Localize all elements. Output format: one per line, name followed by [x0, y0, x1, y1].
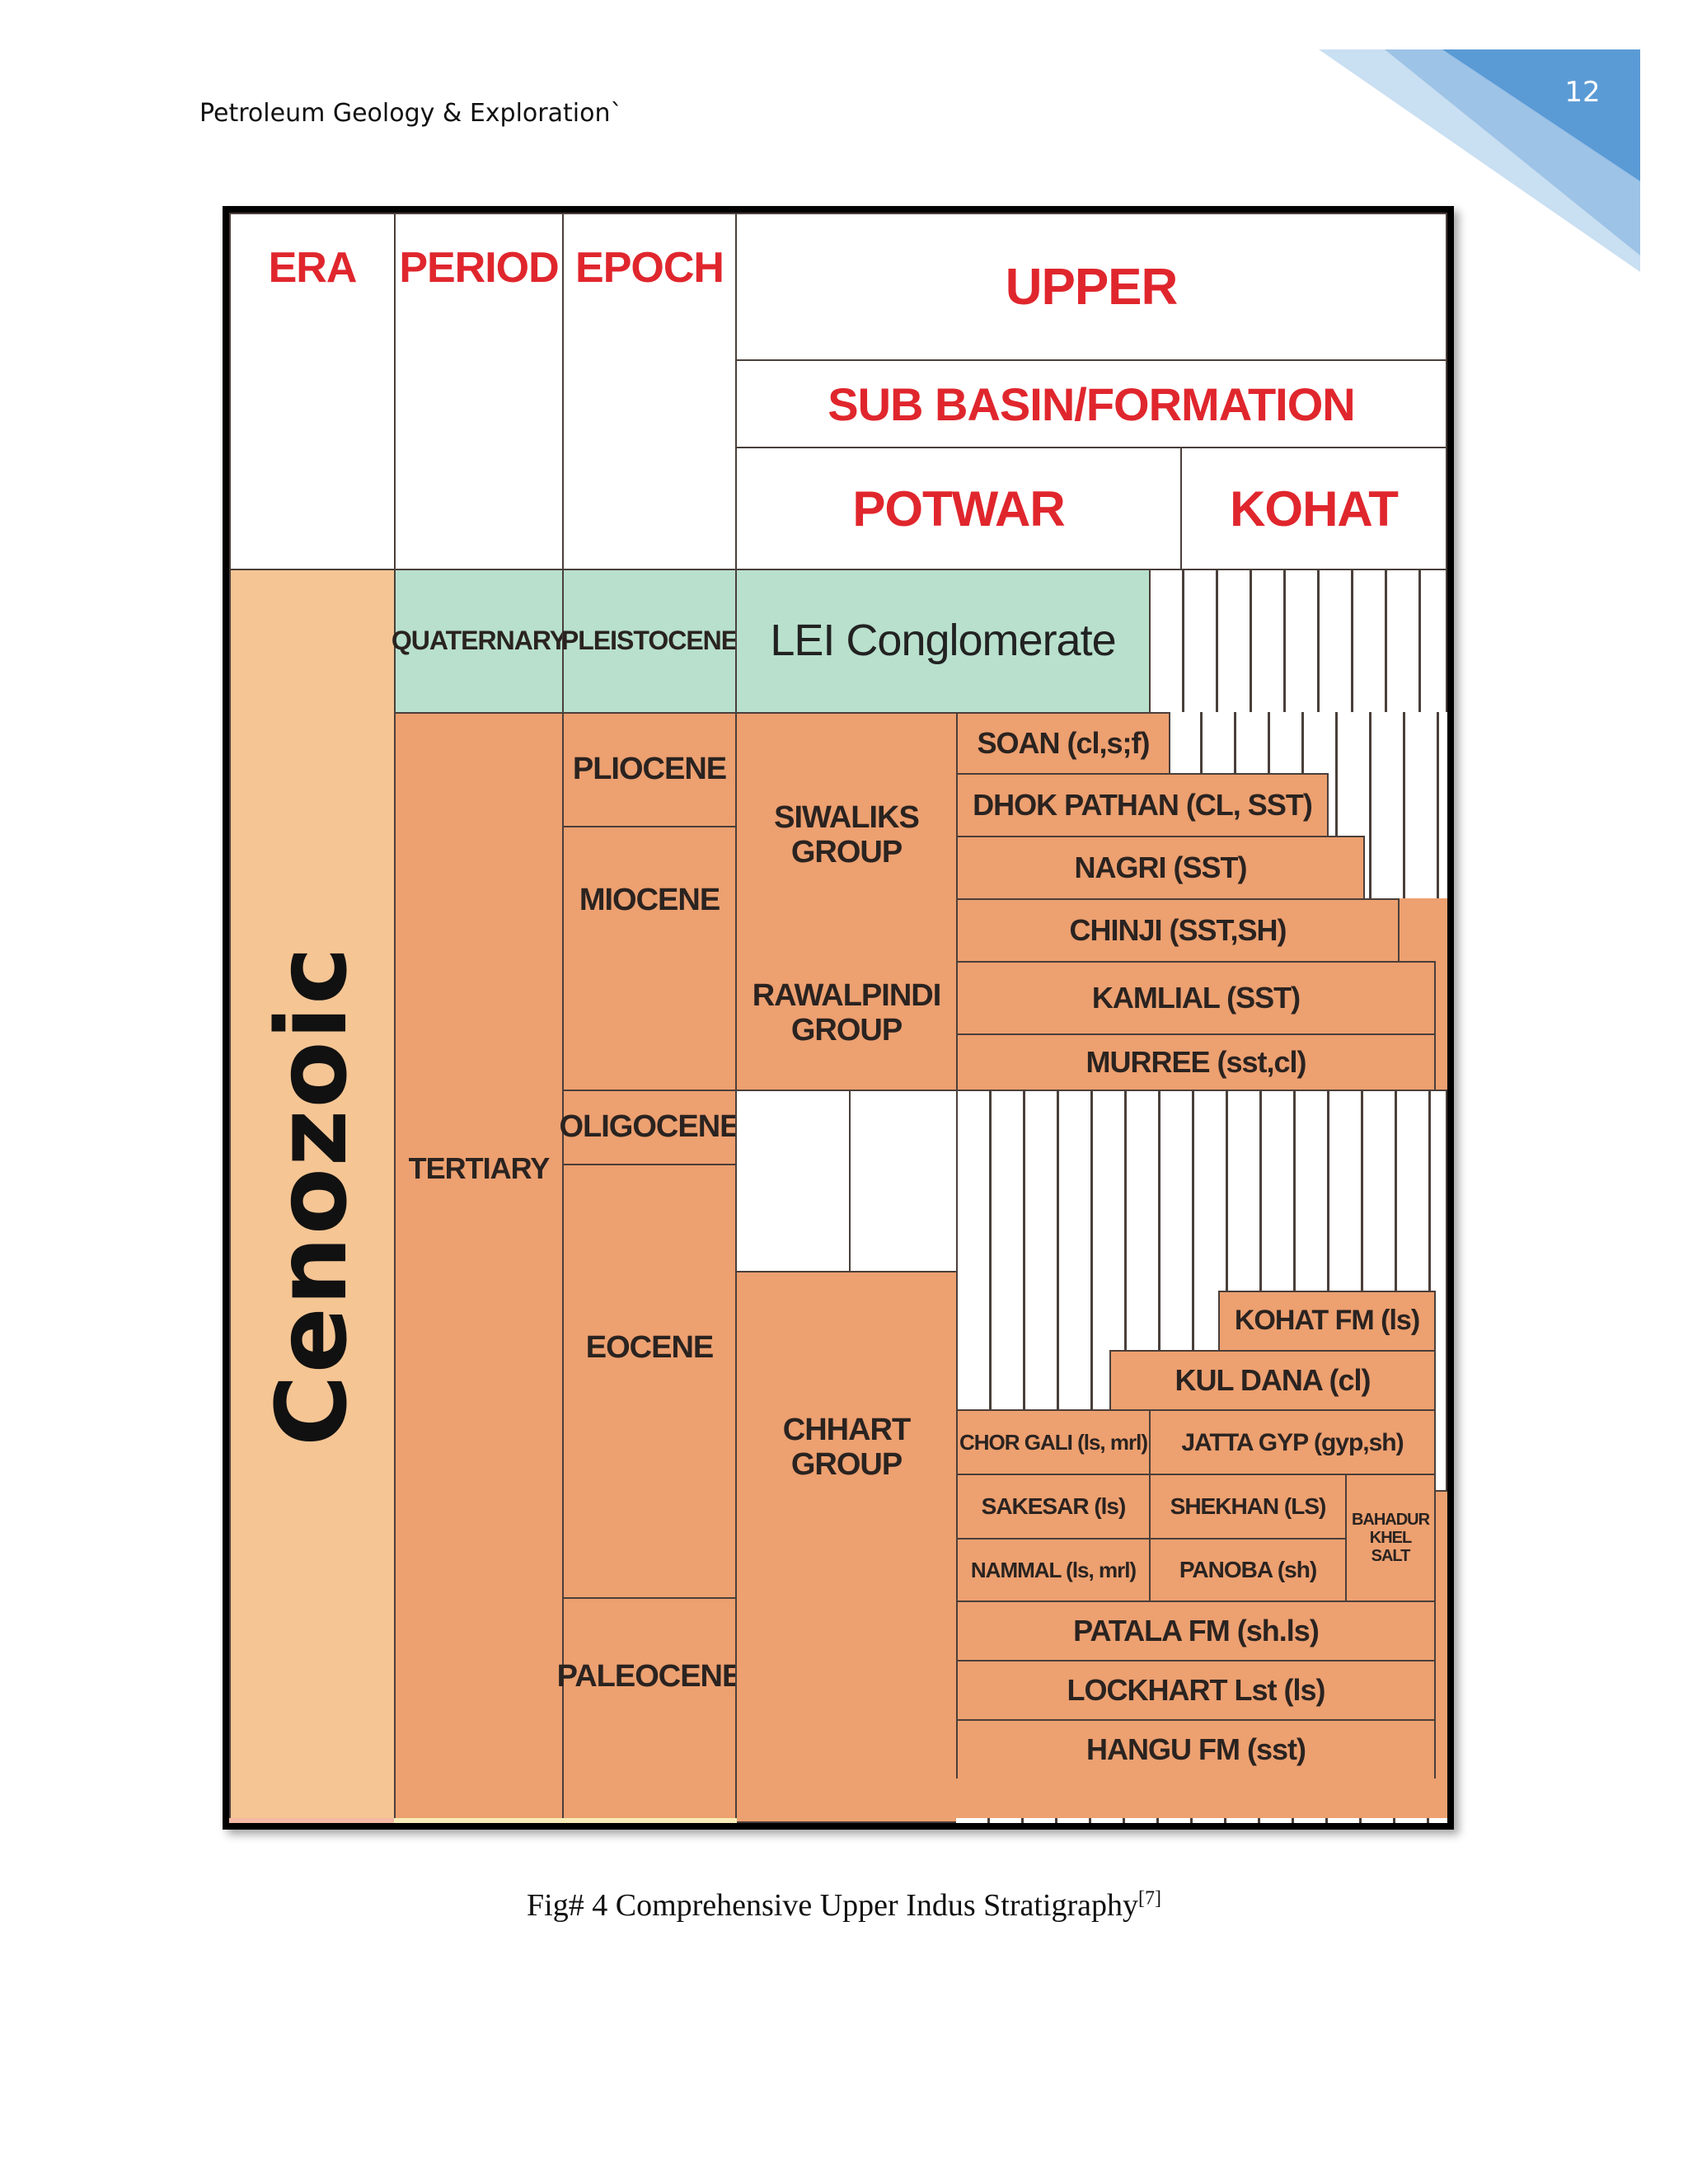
pliocene-epoch-cell: PLIOCENE	[562, 712, 737, 827]
eocene-label: EOCENE	[585, 1330, 714, 1366]
page-corner-decoration	[1319, 49, 1640, 272]
nagri-formation: NAGRI (SST)	[956, 836, 1365, 900]
caption-text: Fig# 4 Comprehensive Upper Indus Stratig…	[527, 1888, 1138, 1923]
patala-formation: PATALA FM (sh.ls)	[956, 1601, 1436, 1661]
oligocene-epoch-cell: OLIGOCENE	[559, 1090, 741, 1165]
chor-gali-label: CHOR GALI (ls, mrl)	[959, 1429, 1148, 1455]
nammal-formation: NAMMAL (ls, mrl)	[956, 1538, 1151, 1602]
murree-formation: MURREE (sst,cl)	[956, 1033, 1436, 1091]
period-header-cell: PERIOD	[394, 213, 564, 570]
paleocene-base-fill	[956, 1779, 1447, 1823]
paleocene-label: PALEOCENE	[556, 1659, 743, 1694]
sub-basin-header-cell: SUB BASIN/FORMATION	[735, 359, 1447, 448]
soan-formation: SOAN (cl,s;f)	[956, 712, 1170, 775]
lower-era-sliver	[229, 1818, 396, 1823]
panoba-formation: PANOBA (sh)	[1149, 1538, 1347, 1602]
quaternary-period-cell: QUATERNARY	[391, 569, 567, 714]
rawalpindi-group-label: RAWALPINDI GROUP	[752, 978, 942, 1047]
chhart-group-cell: CHHART GROUP	[735, 1271, 958, 1823]
chhart-group-label: CHHART GROUP	[782, 1413, 911, 1482]
running-header: Petroleum Geology & Exploration`	[199, 99, 623, 128]
upper-header: UPPER	[1005, 258, 1179, 316]
hangu-label: HANGU FM (sst)	[1086, 1732, 1306, 1767]
kamlial-label: KAMLIAL (SST)	[1091, 981, 1301, 1015]
jatta-gyp-label: JATTA GYP (gyp,sh)	[1181, 1428, 1404, 1456]
caption-reference: [7]	[1137, 1887, 1161, 1910]
kohat-header-cell: KOHAT	[1180, 447, 1447, 570]
bahadur-khel-salt-formation: BAHADUR KHEL SALT	[1345, 1474, 1436, 1602]
miocene-label: MIOCENE	[579, 883, 720, 918]
patala-label: PATALA FM (sh.ls)	[1073, 1614, 1320, 1648]
figure-caption: Fig# 4 Comprehensive Upper Indus Stratig…	[0, 1887, 1688, 1924]
panoba-label: PANOBA (sh)	[1179, 1556, 1317, 1582]
epoch-header-cell: EPOCH	[562, 213, 737, 570]
lockhart-formation: LOCKHART Lst (ls)	[956, 1660, 1436, 1721]
kohat-header: KOHAT	[1230, 480, 1399, 537]
eocene-margin	[1434, 1492, 1447, 1823]
cenozoic-era-cell: Cenozoic	[229, 569, 396, 1823]
kul-dana-formation: KUL DANA (cl)	[1109, 1350, 1436, 1411]
pliocene-label: PLIOCENE	[572, 752, 727, 787]
nammal-label: NAMMAL (ls, mrl)	[970, 1557, 1137, 1582]
period-header: PERIOD	[399, 244, 559, 292]
hiatus-oligocene-mid	[849, 1090, 958, 1272]
kamlial-formation: KAMLIAL (SST)	[956, 961, 1436, 1035]
shekhan-label: SHEKHAN (LS)	[1170, 1493, 1327, 1519]
tertiary-label: TERTIARY	[408, 1151, 551, 1186]
sub-basin-header: SUB BASIN/FORMATION	[828, 377, 1355, 430]
quaternary-label: QUATERNARY	[391, 626, 567, 656]
upper-header-cell: UPPER	[735, 213, 1447, 361]
era-header: ERA	[268, 244, 358, 292]
lower-period-sliver	[394, 1818, 737, 1823]
kohat-fm-label: KOHAT FM (ls)	[1234, 1305, 1420, 1337]
hiatus-oligocene-left	[735, 1090, 851, 1272]
paleocene-epoch-cell: PALEOCENE	[557, 1597, 743, 1823]
hiatus-pleistocene	[1149, 569, 1447, 714]
sakesar-label: SAKESAR (ls)	[981, 1493, 1127, 1519]
page-number: 12	[1564, 76, 1601, 109]
potwar-header-cell: POTWAR	[735, 447, 1182, 570]
miocene-epoch-cell: MIOCENE	[562, 826, 737, 1091]
hangu-formation: HANGU FM (sst)	[956, 1719, 1436, 1780]
lei-conglomerate-label: LEI Conglomerate	[770, 616, 1116, 666]
pleistocene-epoch-cell: PLEISTOCENE	[560, 569, 738, 714]
eocene-epoch-cell: EOCENE	[562, 1164, 737, 1599]
oligocene-label: OLIGOCENE	[559, 1109, 740, 1145]
nagri-label: NAGRI (SST)	[1074, 851, 1248, 885]
stratigraphy-figure: ERA PERIOD EPOCH UPPER SUB BASIN/FORMATI…	[223, 206, 1454, 1830]
tertiary-period-cell: TERTIARY	[394, 712, 564, 1823]
lower-hiatus-sliver	[956, 1818, 1447, 1823]
jatta-gyp-formation: JATTA GYP (gyp,sh)	[1149, 1409, 1436, 1475]
shekhan-formation: SHEKHAN (LS)	[1149, 1474, 1347, 1540]
pleistocene-label: PLEISTOCENE	[560, 626, 738, 656]
chor-gali-formation: CHOR GALI (ls, mrl)	[956, 1409, 1151, 1475]
sakesar-formation: SAKESAR (ls)	[956, 1474, 1151, 1540]
murree-label: MURREE (sst,cl)	[1085, 1045, 1306, 1080]
kul-dana-label: KUL DANA (cl)	[1175, 1363, 1372, 1398]
epoch-header: EPOCH	[575, 244, 724, 292]
dhok-pathan-formation: DHOK PATHAN (CL, SST)	[956, 773, 1329, 837]
lockhart-label: LOCKHART Lst (ls)	[1067, 1673, 1326, 1708]
cenozoic-era-label: Cenozoic	[255, 945, 369, 1446]
bahadur-khel-salt-label: BAHADUR KHEL SALT	[1351, 1511, 1430, 1565]
chinji-formation: CHINJI (SST,SH)	[956, 898, 1400, 963]
chinji-label: CHINJI (SST,SH)	[1069, 913, 1287, 948]
era-header-cell: ERA	[229, 213, 396, 570]
potwar-header: POTWAR	[852, 480, 1065, 537]
lei-conglomerate-cell: LEI Conglomerate	[735, 569, 1151, 714]
stratigraphy-chart: ERA PERIOD EPOCH UPPER SUB BASIN/FORMATI…	[229, 213, 1447, 1823]
siwaliks-rawalpindi-cell	[735, 712, 958, 1091]
dhok-pathan-label: DHOK PATHAN (CL, SST)	[973, 788, 1313, 823]
kohat-fm-formation: KOHAT FM (ls)	[1218, 1291, 1436, 1352]
soan-label: SOAN (cl,s;f)	[977, 726, 1150, 761]
siwaliks-group-label: SIWALIKS GROUP	[774, 800, 920, 869]
